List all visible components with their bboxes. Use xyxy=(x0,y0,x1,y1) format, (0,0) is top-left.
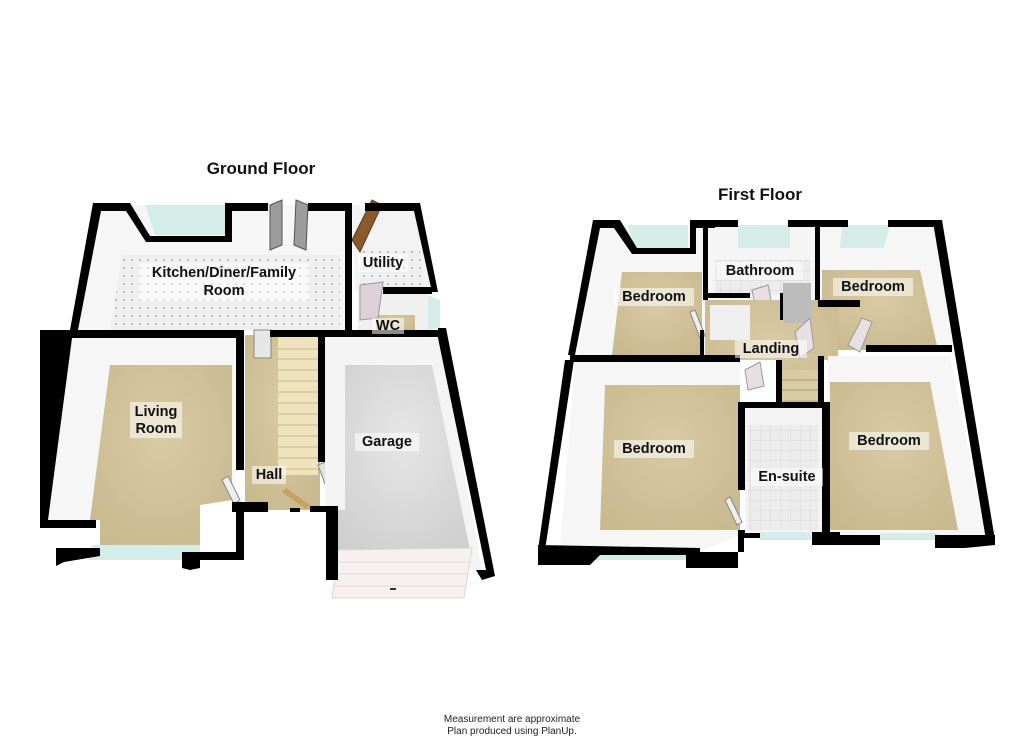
ground-floor-title: Ground Floor xyxy=(207,159,316,178)
stairs-top[interactable] xyxy=(782,370,818,400)
first-walls xyxy=(538,220,995,568)
label-ensuite: En-suite xyxy=(758,469,815,485)
label-bathroom: Bathroom xyxy=(726,263,794,279)
label-utility: Utility xyxy=(363,255,403,271)
label-bedroom-nw: Bedroom xyxy=(622,289,686,305)
landing-door-bedroom-sw[interactable] xyxy=(744,361,765,391)
bathroom-window xyxy=(738,225,790,248)
hall-door-kitchen[interactable] xyxy=(253,329,272,359)
wc-window xyxy=(428,295,440,330)
label-living: Living xyxy=(135,404,178,420)
garage-door[interactable] xyxy=(331,547,473,599)
bedroom-ne-door[interactable] xyxy=(847,317,873,353)
first-floor: First Floor xyxy=(538,185,995,568)
ground-walls xyxy=(40,203,495,580)
kitchen-window xyxy=(145,205,225,235)
french-doors[interactable] xyxy=(269,199,309,251)
label-hall: Hall xyxy=(256,467,283,483)
hall-door-living[interactable] xyxy=(221,475,241,505)
label-kitchen-2: Room xyxy=(203,283,244,299)
first-floor-title: First Floor xyxy=(718,185,802,204)
ensuite-door[interactable] xyxy=(724,496,743,526)
footer-line-1: Measurement are approximate xyxy=(443,714,581,725)
footer-note: Measurement are approximate Plan produce… xyxy=(0,714,1024,738)
footer-line-2: Plan produced using PlanUp. xyxy=(447,726,577,737)
ensuite-window xyxy=(760,532,812,540)
staircase[interactable] xyxy=(278,337,318,475)
room-bedroom-sw xyxy=(560,360,743,560)
label-living-2: Room xyxy=(135,421,176,437)
label-bedroom-se: Bedroom xyxy=(857,433,921,449)
room-living xyxy=(42,335,235,560)
label-landing: Landing xyxy=(743,341,799,357)
label-kitchen: Kitchen/Diner/Family xyxy=(152,265,296,281)
room-garage xyxy=(325,335,482,599)
living-window xyxy=(88,545,200,560)
label-garage: Garage xyxy=(362,434,412,450)
first-labels: Bedroom Bathroom Bedroom Landing Bedroom… xyxy=(614,262,929,486)
bedroom-ne-window xyxy=(840,225,890,248)
label-wc: WC xyxy=(376,318,401,334)
bedroom-nw-window xyxy=(628,225,688,250)
label-bedroom-sw: Bedroom xyxy=(622,441,686,457)
label-bedroom-ne: Bedroom xyxy=(841,279,905,295)
ground-labels: Kitchen/Diner/Family Room Utility WC Liv… xyxy=(130,254,419,484)
ground-floor: Ground Floor xyxy=(40,159,495,599)
front-door[interactable] xyxy=(282,488,310,509)
